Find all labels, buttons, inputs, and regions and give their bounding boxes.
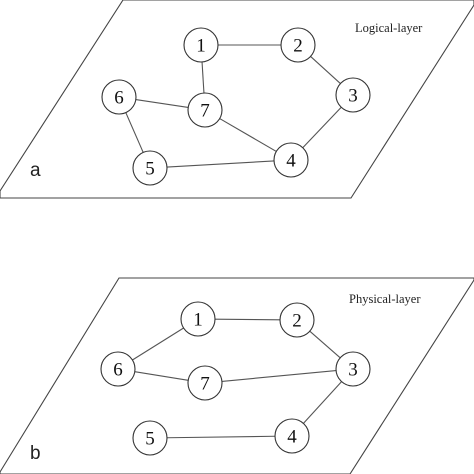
edge-3-4 xyxy=(302,106,342,149)
node-6: 6 xyxy=(101,79,137,115)
node-circle xyxy=(274,418,310,454)
node-5: 5 xyxy=(132,150,168,186)
panel-a: Logical-layer a 1 2 3 4 5 6 7 xyxy=(0,0,474,199)
node-circle xyxy=(335,351,371,387)
node-label: 4 xyxy=(287,427,297,448)
edge-4-5 xyxy=(166,160,275,168)
node-label: 6 xyxy=(114,88,124,109)
node-circle xyxy=(132,150,168,186)
edge-2-3 xyxy=(309,330,341,359)
node-label: 3 xyxy=(348,86,358,107)
edge-7-6 xyxy=(134,371,189,381)
edge-5-4 xyxy=(166,435,276,439)
node-5: 5 xyxy=(132,420,168,456)
node-circle xyxy=(279,302,315,338)
panel-b-letter: b xyxy=(30,443,41,464)
node-label: 1 xyxy=(193,310,203,331)
node-label: 2 xyxy=(293,36,303,57)
edge-7-4 xyxy=(219,118,277,152)
node-circle xyxy=(187,365,223,401)
node-2: 2 xyxy=(279,302,315,338)
node-6: 6 xyxy=(100,351,136,387)
node-3: 3 xyxy=(335,351,371,387)
node-label: 5 xyxy=(145,159,155,180)
edge-3-7 xyxy=(221,370,337,382)
edge-2-3 xyxy=(310,56,341,84)
panel-a-edges xyxy=(125,44,342,168)
node-circle xyxy=(132,420,168,456)
panel-b: Physical-layer b 1 2 3 4 5 6 7 xyxy=(0,277,474,474)
node-circle xyxy=(101,79,137,115)
node-4: 4 xyxy=(274,418,310,454)
node-label: 4 xyxy=(286,151,296,172)
node-circle xyxy=(183,27,219,63)
edge-6-1 xyxy=(132,327,184,361)
node-1: 1 xyxy=(180,301,216,337)
node-label: 1 xyxy=(196,36,206,57)
node-circle xyxy=(273,142,309,178)
node-circle xyxy=(100,351,136,387)
panel-a-nodes: 1 2 3 4 5 6 7 xyxy=(101,27,371,186)
edge-7-1 xyxy=(201,61,205,94)
panel-b-edges xyxy=(132,318,342,439)
node-3: 3 xyxy=(335,77,371,113)
node-1: 1 xyxy=(183,27,219,63)
edge-3-4 xyxy=(303,381,342,424)
edge-1-2 xyxy=(214,318,281,321)
node-label: 5 xyxy=(145,429,155,450)
node-7: 7 xyxy=(187,92,223,128)
node-label: 7 xyxy=(200,374,210,395)
node-label: 7 xyxy=(200,101,210,122)
node-2: 2 xyxy=(280,27,316,63)
node-label: 6 xyxy=(113,360,123,381)
node-circle xyxy=(280,27,316,63)
edge-6-7 xyxy=(135,98,189,109)
node-4: 4 xyxy=(273,142,309,178)
node-circle xyxy=(180,301,216,337)
node-circle xyxy=(187,92,223,128)
panel-b-title: Physical-layer xyxy=(349,292,421,306)
node-circle xyxy=(335,77,371,113)
panel-a-title: Logical-layer xyxy=(355,21,423,35)
physical-layer-plane xyxy=(0,277,474,474)
panel-b-nodes: 1 2 3 4 5 6 7 xyxy=(100,301,371,456)
node-label: 3 xyxy=(348,360,358,381)
node-label: 2 xyxy=(292,311,302,332)
panel-a-letter: a xyxy=(30,160,41,181)
node-7: 7 xyxy=(187,365,223,401)
logical-layer-plane xyxy=(0,0,474,199)
edge-5-6 xyxy=(125,112,144,153)
